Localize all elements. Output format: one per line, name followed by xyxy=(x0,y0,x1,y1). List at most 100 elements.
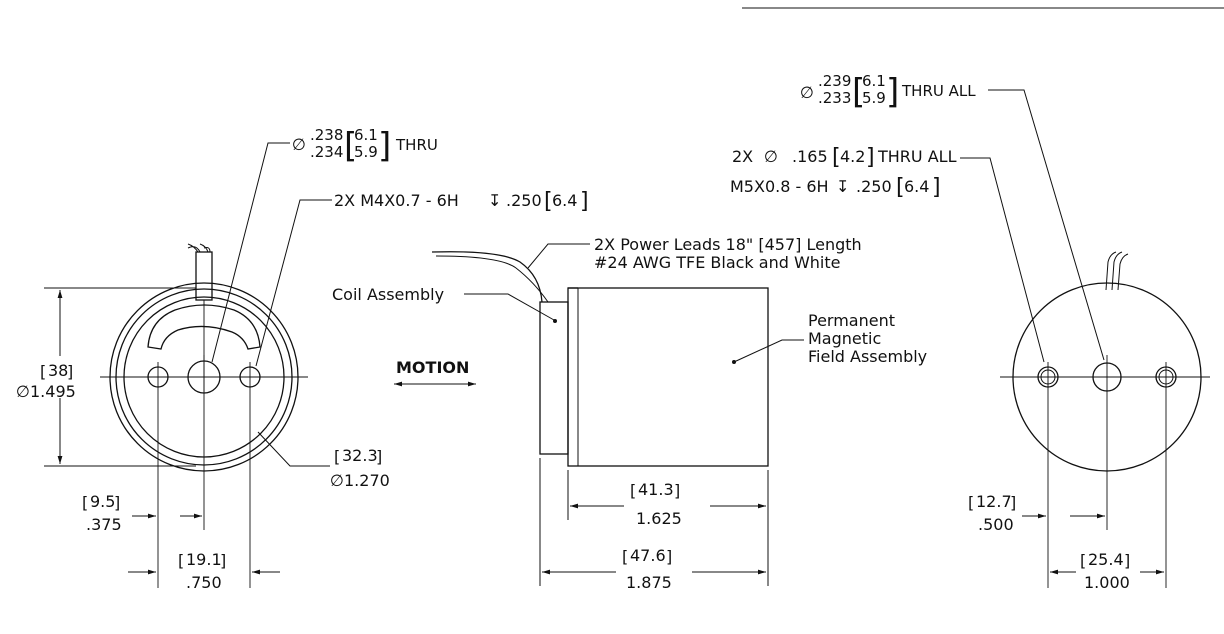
motion-label: MOTION xyxy=(396,358,469,377)
id-symbol: ∅ xyxy=(330,471,344,490)
thru-all-lower: .233 xyxy=(818,89,851,107)
id-close-bracket: ] xyxy=(376,447,382,466)
counterbore-suffix: THRU ALL xyxy=(877,147,957,166)
right-offset-large-open-bracket: [ xyxy=(1080,551,1086,570)
thread-prefix: M5X0.8 - 6H xyxy=(730,177,829,196)
length-short-close-bracket: ] xyxy=(674,481,680,500)
offset-small-close-bracket: ] xyxy=(114,493,120,512)
power-lead-wire-2 xyxy=(435,255,549,303)
thru-hole-upper: .238 xyxy=(310,126,343,144)
offset-large-metric: 19.1 xyxy=(186,550,222,569)
thru-all-upper: .239 xyxy=(818,72,851,90)
counterbore-dia-metric: 4.2 xyxy=(840,147,865,166)
id-leader xyxy=(257,431,330,467)
counterbore-symbol: ∅ xyxy=(764,147,778,166)
tapped-hole-bracket-open: [ xyxy=(544,189,553,214)
thru-all-upper-metric: 6.1 xyxy=(862,72,886,90)
field-label-line3: Field Assembly xyxy=(808,347,927,366)
field-label-line1: Permanent xyxy=(808,311,895,330)
right-lead-wire-2 xyxy=(1111,251,1123,291)
counterbore-dia: .165 xyxy=(792,147,828,166)
right-lead-wire-3 xyxy=(1117,253,1129,291)
id-metric: 32.3 xyxy=(342,446,378,465)
offset-small-metric: 9.5 xyxy=(90,492,115,511)
thru-all-bracket-close: ] xyxy=(886,72,899,112)
arc-slot xyxy=(147,304,261,350)
right-offset-small-metric: 12.7 xyxy=(976,492,1012,511)
thru-hole-lower-metric: 5.9 xyxy=(354,143,378,161)
counterbore-leader xyxy=(960,157,1045,363)
right-offset-large-metric: 25.4 xyxy=(1088,550,1124,569)
side-view: 2X Power Leads 18" [457] Length #24 AWG … xyxy=(332,235,927,592)
right-view: [ 12.7 ] .500 [ 25.4 ] 1.000 ∅ .239 .233… xyxy=(730,72,1210,592)
tapped-hole-bracket-close: ] xyxy=(580,189,589,214)
thread-depth-symbol: ↧ xyxy=(836,177,849,196)
right-lead-wire-1 xyxy=(1105,251,1117,291)
power-leads-leader xyxy=(527,243,590,269)
od-open-bracket: [ xyxy=(40,362,46,381)
thru-hole-upper-metric: 6.1 xyxy=(354,126,378,144)
field-label-line2: Magnetic xyxy=(808,329,881,348)
thru-all-bracket-open: [ xyxy=(852,72,865,112)
right-offset-large-close-bracket: ] xyxy=(1124,551,1130,570)
thru-all-lower-metric: 5.9 xyxy=(862,89,886,107)
tapped-hole-prefix: 2X M4X0.7 - 6H xyxy=(334,191,459,210)
length-total-inch: 1.875 xyxy=(626,573,672,592)
lead-wires xyxy=(187,243,211,253)
thread-bracket-close: ] xyxy=(932,175,941,200)
field-body xyxy=(567,287,769,467)
counterbore-bracket-close: ] xyxy=(866,145,875,170)
id-inch: 1.270 xyxy=(344,471,390,490)
length-short-metric: 41.3 xyxy=(638,480,674,499)
length-total-open-bracket: [ xyxy=(622,547,628,566)
thru-all-symbol: ∅ xyxy=(800,83,814,102)
coil-assembly-dot xyxy=(553,319,557,323)
coil-assembly-leader xyxy=(464,293,555,321)
length-short-inch: 1.625 xyxy=(636,509,682,528)
thru-hole-bracket-open: [ xyxy=(344,126,357,166)
offset-large-open-bracket: [ xyxy=(178,551,184,570)
field-leader xyxy=(733,339,804,363)
thru-hole-symbol: ∅ xyxy=(292,135,306,154)
offset-small-open-bracket: [ xyxy=(82,493,88,512)
right-offset-small-open-bracket: [ xyxy=(968,493,974,512)
thru-all-leader xyxy=(988,89,1105,361)
counterbore-bracket-open: [ xyxy=(832,145,841,170)
tapped-hole-depth: .250 xyxy=(506,191,542,210)
left-view: [ 38 ] ∅ 1.495 [ 32.3 ] ∅ 1.270 [ 9.5 ] … xyxy=(16,126,589,592)
od-symbol: ∅ xyxy=(16,382,30,401)
motion-indicator: MOTION xyxy=(394,358,476,387)
right-offset-small-close-bracket: ] xyxy=(1010,493,1016,512)
tapped-hole-depth-metric: 6.4 xyxy=(552,191,577,210)
od-inch: 1.495 xyxy=(30,382,76,401)
thru-hole-leader xyxy=(211,142,290,363)
offset-large-inch: .750 xyxy=(186,573,222,592)
right-offset-large-inch: 1.000 xyxy=(1084,573,1130,592)
counterbore-prefix: 2X xyxy=(732,147,753,166)
coil-body xyxy=(539,301,569,455)
thru-all-suffix: THRU ALL xyxy=(901,82,976,100)
thread-depth: .250 xyxy=(856,177,892,196)
offset-small-inch: .375 xyxy=(86,515,122,534)
thru-hole-bracket-close: ] xyxy=(378,126,391,166)
tapped-hole-leader xyxy=(255,199,332,367)
thread-depth-metric: 6.4 xyxy=(904,177,929,196)
offset-large-close-bracket: ] xyxy=(220,551,226,570)
thru-hole-suffix: THRU xyxy=(395,136,438,154)
field-dot xyxy=(732,360,736,364)
power-leads-line2: #24 AWG TFE Black and White xyxy=(594,253,840,272)
power-lead-wire xyxy=(431,251,543,303)
length-total-close-bracket: ] xyxy=(666,547,672,566)
od-close-bracket: ] xyxy=(67,362,73,381)
tapped-hole-depth-symbol: ↧ xyxy=(488,191,501,210)
right-offset-small-inch: .500 xyxy=(978,515,1014,534)
length-short-open-bracket: [ xyxy=(630,481,636,500)
thru-hole-lower: .234 xyxy=(310,143,343,161)
power-leads-line1: 2X Power Leads 18" [457] Length xyxy=(594,235,862,254)
coil-assembly-label: Coil Assembly xyxy=(332,285,444,304)
od-metric: 38 xyxy=(48,361,68,380)
length-total-metric: 47.6 xyxy=(630,546,666,565)
thread-bracket-open: [ xyxy=(896,175,905,200)
id-open-bracket: [ xyxy=(334,447,340,466)
